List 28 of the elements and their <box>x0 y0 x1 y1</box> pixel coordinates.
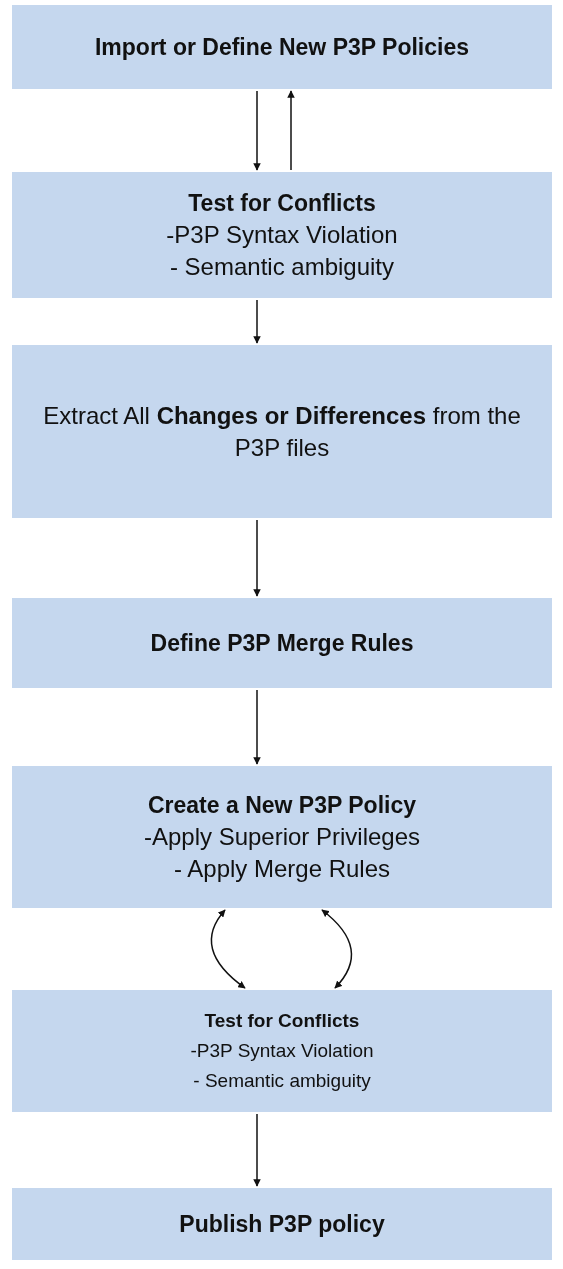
box-heading: Test for Conflicts <box>204 1009 360 1033</box>
arrow <box>321 909 353 989</box>
box-text: - Semantic ambiguity <box>193 1069 371 1093</box>
arrow <box>253 519 261 597</box>
box-text: Extract All Changes or Differences from the P3P files <box>42 400 522 463</box>
process-box <box>12 5 552 89</box>
process-box <box>12 345 552 518</box>
arrow <box>253 299 261 344</box>
arrow <box>253 689 261 765</box>
arrow <box>287 90 295 171</box>
arrow <box>253 90 261 171</box>
box-text: - Apply Merge Rules <box>173 854 391 884</box>
box-text: - Semantic ambiguity <box>169 252 395 282</box>
process-box <box>12 172 552 298</box>
arrow <box>253 1113 261 1187</box>
process-box <box>12 990 552 1112</box>
arrow <box>210 909 246 989</box>
box-text: Publish P3P policy <box>179 1210 385 1239</box>
process-box <box>12 1188 552 1260</box>
box-heading: Test for Conflicts <box>188 189 376 218</box>
box-heading: Create a New P3P Policy <box>147 791 417 820</box>
box-text: Import or Define New P3P Policies <box>94 33 470 62</box>
box-text: Define P3P Merge Rules <box>150 629 414 658</box>
process-box <box>12 766 552 908</box>
box-text: -P3P Syntax Violation <box>190 1039 374 1063</box>
box-text: -Apply Superior Privileges <box>143 822 421 852</box>
box-text: -P3P Syntax Violation <box>166 220 398 250</box>
process-box <box>12 598 552 688</box>
